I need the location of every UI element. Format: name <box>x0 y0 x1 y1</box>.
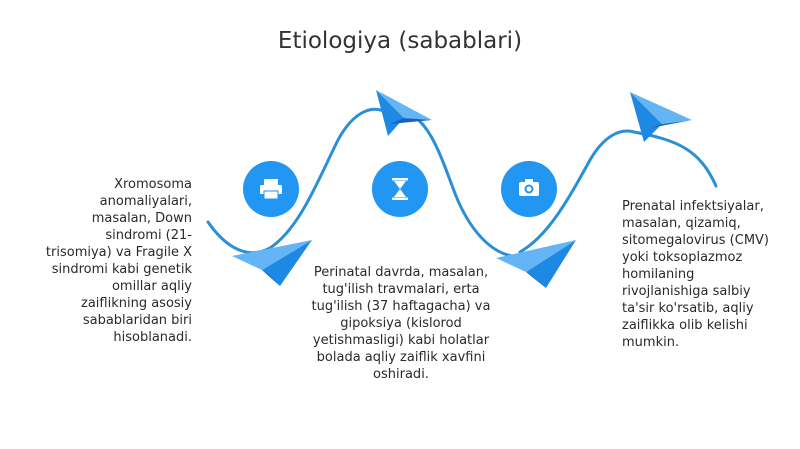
step-1-description: Xromosoma anomaliyalari, masalan, Down s… <box>45 177 192 345</box>
flow-path <box>206 107 388 255</box>
flow-path <box>518 129 718 254</box>
flow-path <box>402 110 514 258</box>
step-2-description: Perinatal davrda, masalan, tug'ilish tra… <box>311 265 491 382</box>
paper-plane-icon <box>376 90 432 136</box>
paper-plane-icon <box>496 240 576 288</box>
step-1-icon-circle <box>243 161 299 217</box>
hourglass-icon <box>392 178 408 200</box>
step-3-description: Prenatal infektsiyalar, masalan, qizamiq… <box>622 199 770 350</box>
paper-plane-icon <box>232 240 312 286</box>
camera-icon <box>519 179 539 196</box>
paper-plane-icon <box>630 92 692 142</box>
page-title: Etiologiya (sabablari) <box>277 28 523 54</box>
printer-icon <box>260 179 282 200</box>
step-2-icon-circle <box>372 161 428 217</box>
step-3-icon-circle <box>501 161 557 217</box>
